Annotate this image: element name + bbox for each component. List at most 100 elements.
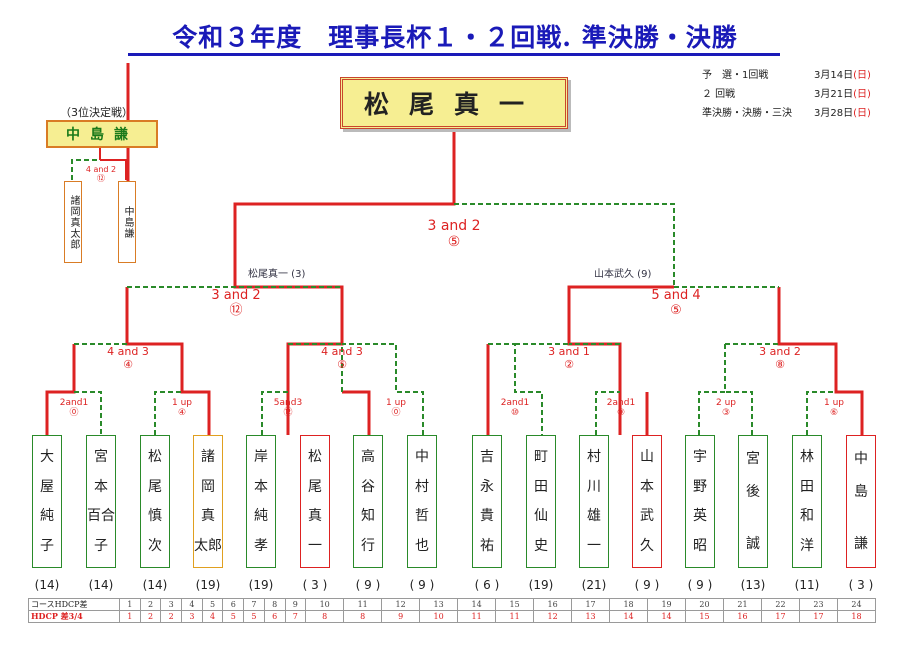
round1-match-4-result: 1 up ⓪ [376, 398, 416, 419]
match-score: 2and1 [59, 398, 89, 408]
match-score: 1 up [171, 398, 192, 408]
match-score: 4 and 3 [107, 345, 149, 358]
player-box: 高谷知行 [353, 435, 383, 568]
player-box: 村川雄一 [579, 435, 609, 568]
schedule-label: 準決勝・決勝・三決 [702, 108, 792, 119]
semi-left-label: 松尾真一 (3) [248, 269, 306, 280]
player-hdcp: ( 9 ) [409, 578, 435, 592]
schedule-date: 3月28日 [814, 108, 854, 119]
player-box: 岸本純孝 [246, 435, 276, 568]
player-hdcp: (19) [195, 578, 221, 592]
match-score: 1 up [385, 398, 406, 408]
match-score: 3 and 2 [427, 218, 481, 234]
round1-match-3-result: 5and3 ⑫ [268, 398, 308, 419]
schedule-date: 3月14日 [814, 70, 854, 81]
match-hole: ③ [721, 408, 731, 419]
round1-match-6-result: 2and1 ⑨ [601, 398, 641, 419]
match-score: 2and1 [500, 398, 530, 408]
player-box: 中村哲也 [407, 435, 437, 568]
champion-box: 松尾真一 [340, 77, 568, 129]
player-hdcp: ( 3 ) [302, 578, 328, 592]
player-hdcp: (21) [581, 578, 607, 592]
match-hole: ④ [123, 357, 133, 371]
schedule-label: 予 選・1回戦 [702, 70, 769, 81]
semi-left-result: 3 and 2 ⑫ [196, 288, 276, 319]
third-place-player-2: 中島謙 [118, 181, 136, 263]
schedule-date: 3月21日 [814, 89, 854, 100]
semi-right-label: 山本武久 (9) [594, 269, 652, 280]
match-score: 5and3 [273, 398, 303, 408]
match-score: 3 and 2 [211, 288, 261, 303]
match-hole: ② [564, 357, 574, 371]
round1-match-5-result: 2and1 ⑩ [495, 398, 535, 419]
player-box: 松尾慎次 [140, 435, 170, 568]
quarter-3-result: 3 and 1 ② [539, 345, 599, 371]
third-place-player-1: 諸岡真太郎 [64, 181, 82, 263]
schedule-day: (日) [853, 70, 871, 81]
player-hdcp: (14) [34, 578, 60, 592]
schedule-label: ２ 回戦 [702, 89, 736, 100]
round1-match-1-result: 2and1 ⓪ [54, 398, 94, 419]
match-score: 1 up [823, 398, 844, 408]
match-hole: ⑨ [616, 408, 626, 419]
quarter-1-result: 4 and 3 ④ [98, 345, 158, 371]
player-hdcp: ( 9 ) [687, 578, 713, 592]
match-score: 5 and 4 [651, 288, 701, 303]
player-box: 吉永貴祐 [472, 435, 502, 568]
player-box: 大屋純子 [32, 435, 62, 568]
quarter-4-result: 3 and 2 ⑧ [750, 345, 810, 371]
match-score: 2and1 [606, 398, 636, 408]
match-hole: ⑥ [829, 408, 839, 419]
match-hole: ⓪ [69, 408, 79, 419]
third-place-winner-box: 中島謙 [46, 120, 158, 148]
match-hole: ⑫ [229, 302, 243, 318]
schedule-row-3: 準決勝・決勝・三決 3月28日(日) [702, 104, 871, 119]
round1-match-2-result: 1 up ④ [162, 398, 202, 419]
match-hole: ④ [177, 408, 187, 419]
match-score: 3 and 1 [548, 345, 590, 358]
match-hole: ⑧ [775, 357, 785, 371]
match-hole: ⑫ [97, 174, 105, 184]
match-score: 2 up [715, 398, 736, 408]
player-box: 林田和洋 [792, 435, 822, 568]
semi-right-result: 5 and 4 ⑤ [636, 288, 716, 319]
player-box: 山本武久 [632, 435, 662, 568]
match-hole: ⑤ [337, 357, 347, 371]
player-box: 中島謙 [846, 435, 876, 568]
player-hdcp: (11) [794, 578, 820, 592]
player-hdcp: (19) [528, 578, 554, 592]
schedule-day: (日) [853, 108, 871, 119]
third-place-result: 4 and 2 ⑫ [84, 165, 118, 183]
quarter-2-result: 4 and 3 ⑤ [312, 345, 372, 371]
schedule-day: (日) [853, 89, 871, 100]
player-hdcp: (14) [88, 578, 114, 592]
player-box: 宮本百合子 [86, 435, 116, 568]
player-box: 諸岡真太郎 [193, 435, 223, 568]
match-score: 3 and 2 [759, 345, 801, 358]
match-hole: ⑫ [283, 408, 293, 419]
round1-match-7-result: 2 up ③ [706, 398, 746, 419]
player-box: 松尾真一 [300, 435, 330, 568]
player-hdcp: (13) [740, 578, 766, 592]
player-hdcp: ( 9 ) [355, 578, 381, 592]
player-box: 宮後誠 [738, 435, 768, 568]
title-underline [128, 53, 780, 56]
player-hdcp: ( 9 ) [634, 578, 660, 592]
match-hole: ⑤ [447, 234, 461, 251]
player-box: 町田仙史 [526, 435, 556, 568]
match-score: 4 and 3 [321, 345, 363, 358]
schedule-row-2: ２ 回戦 3月21日(日) [702, 85, 871, 100]
match-score: 4 and 2 [85, 165, 117, 174]
player-box: 宇野英昭 [685, 435, 715, 568]
player-hdcp: ( 6 ) [474, 578, 500, 592]
match-hole: ⑩ [510, 408, 520, 419]
match-hole: ⓪ [391, 408, 401, 419]
page-title: 令和３年度 理事長杯１・２回戦. 準決勝・決勝 [172, 23, 738, 52]
final-result: 3 and 2 ⑤ [414, 218, 494, 250]
hdcp-row-label: HDCP 差3/4 [28, 610, 120, 623]
match-hole: ⑤ [670, 302, 682, 318]
